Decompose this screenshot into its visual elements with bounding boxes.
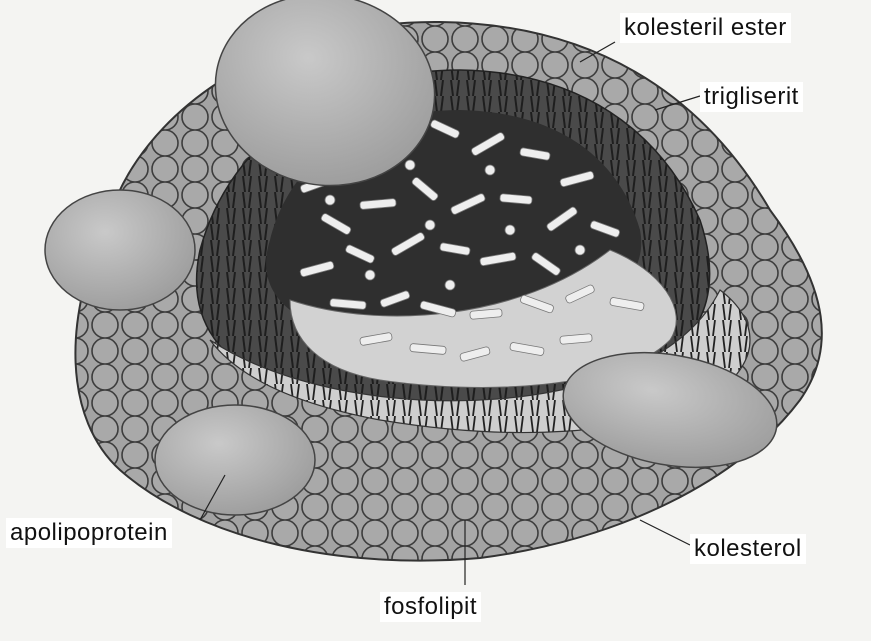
label-triglyceride: trigliserit xyxy=(700,82,803,112)
label-cholesteryl-ester: kolesteril ester xyxy=(620,13,791,43)
label-apolipoprotein: apolipoprotein xyxy=(6,518,172,548)
apolipoprotein-bottom-left xyxy=(155,405,315,515)
apolipoprotein-left xyxy=(45,190,195,310)
label-cholesterol: kolesterol xyxy=(690,534,806,564)
label-phospholipid: fosfolipit xyxy=(380,592,481,622)
